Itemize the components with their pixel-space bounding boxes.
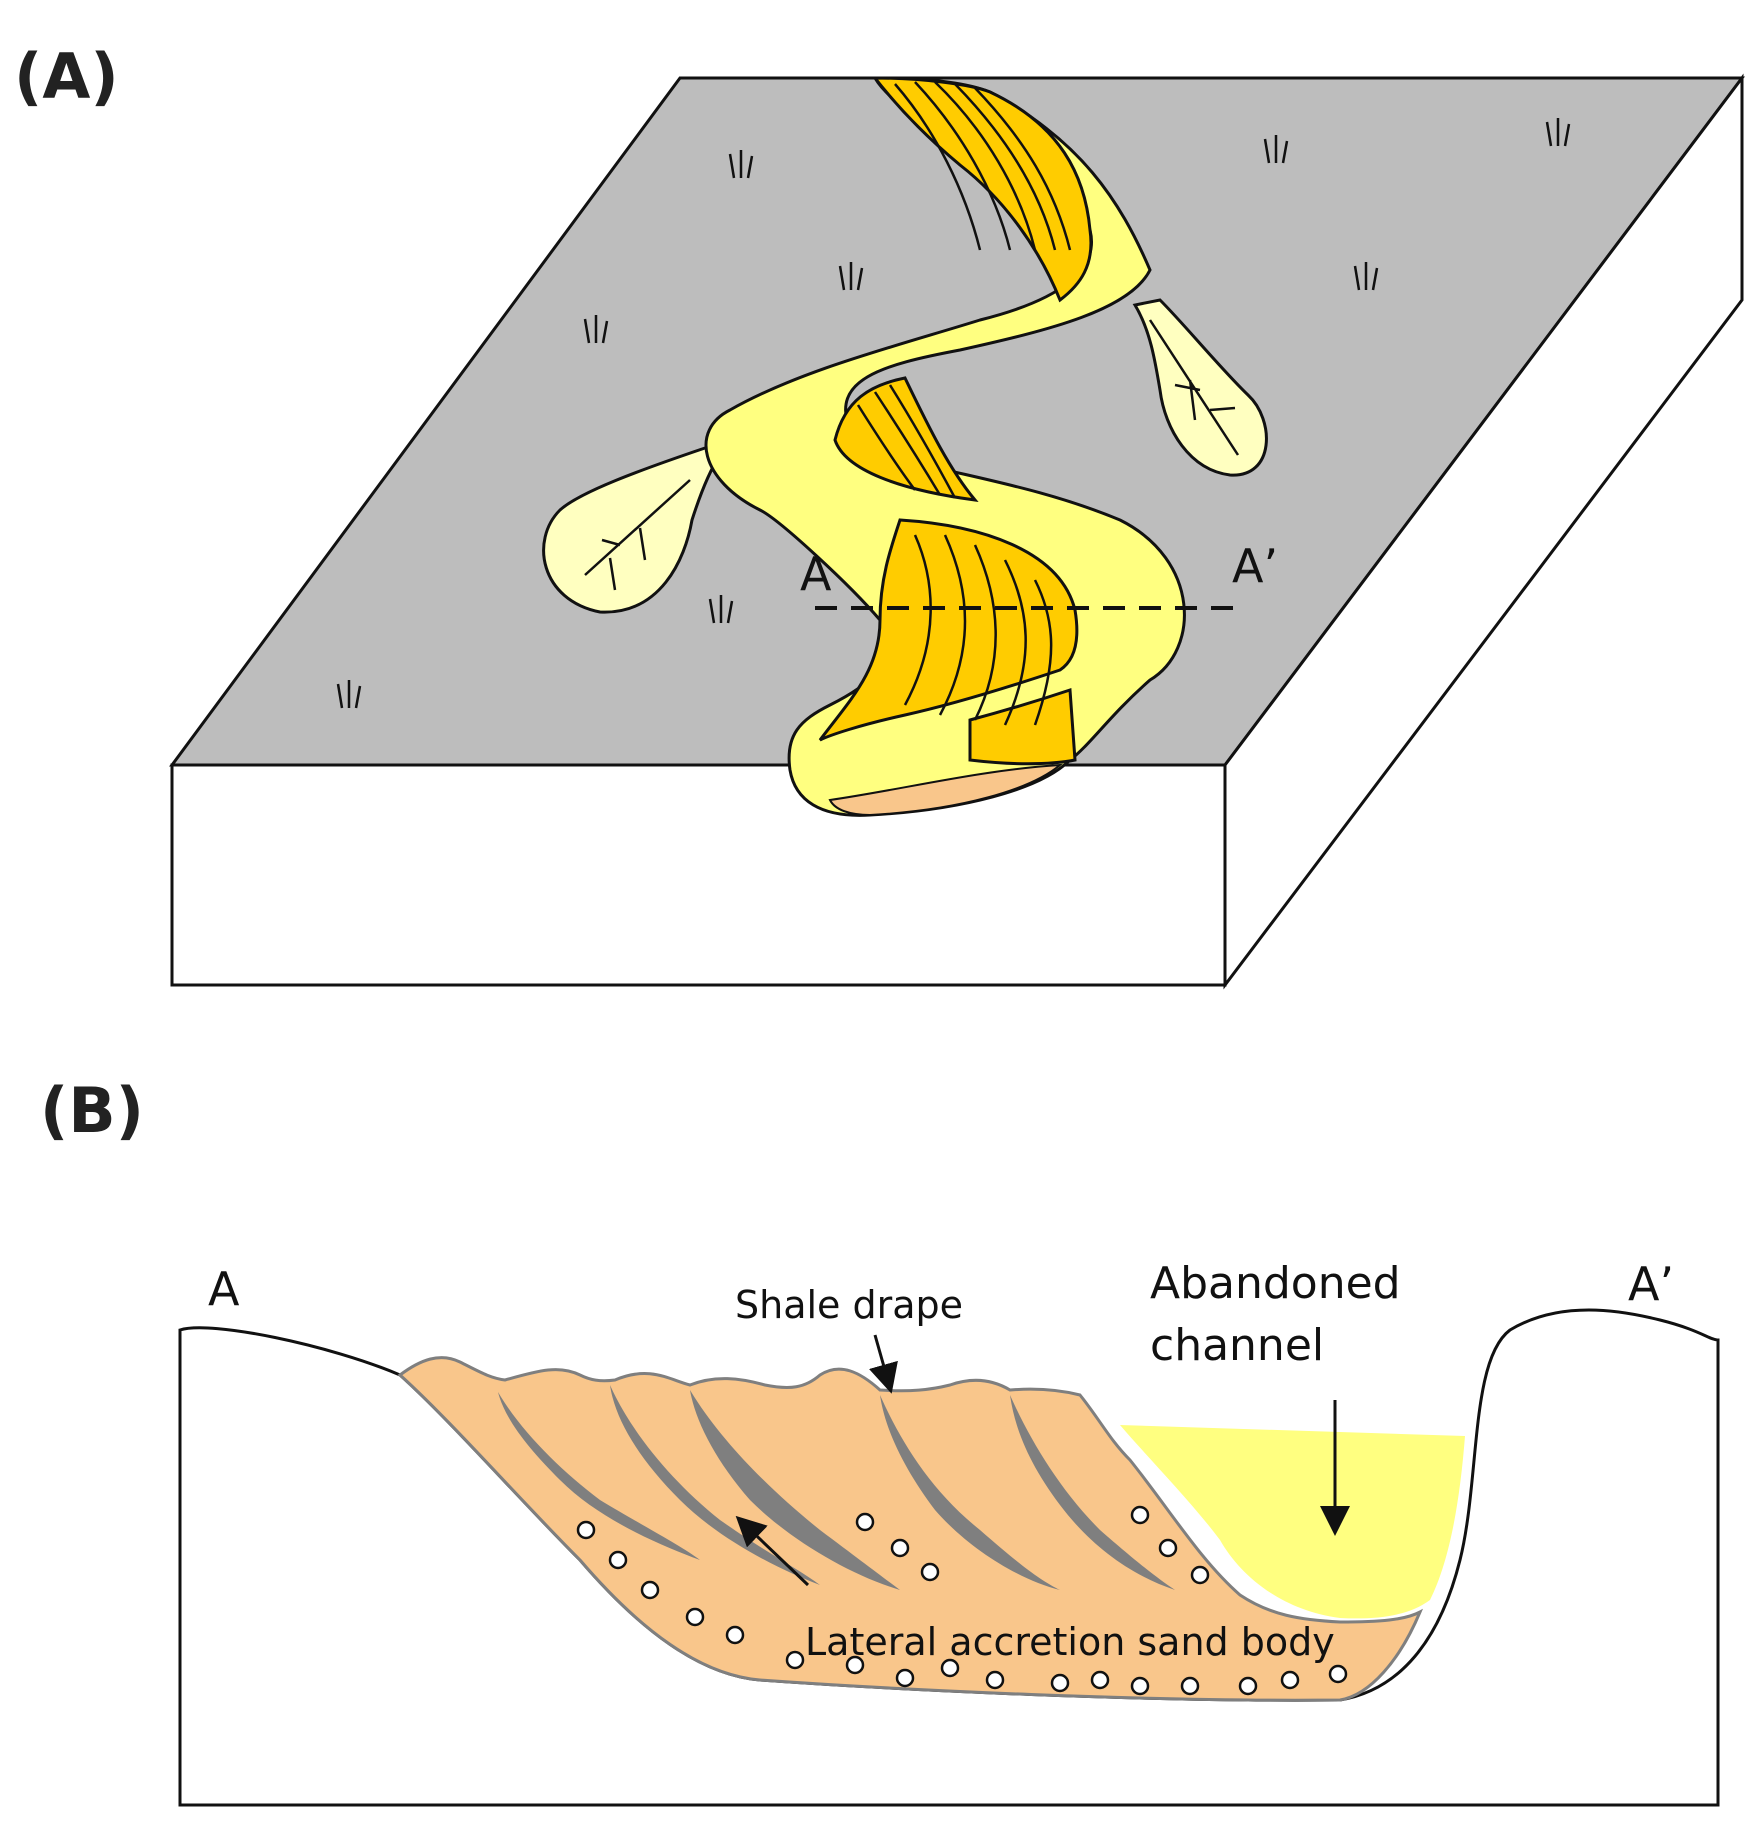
- pebble-icon: [940, 1658, 960, 1678]
- section-end-label: A’: [1232, 539, 1278, 593]
- panel-b-label: (B): [40, 1074, 144, 1147]
- abandoned-channel-label-2: channel: [1150, 1320, 1324, 1371]
- pebble-icon: [685, 1607, 705, 1627]
- shale-drape-label: Shale drape: [735, 1283, 963, 1327]
- pebble-icon: [1090, 1670, 1110, 1690]
- pebble-icon: [725, 1625, 745, 1645]
- crevasse-splay-right: [1132, 298, 1268, 477]
- pebble-icon: [576, 1520, 596, 1540]
- pebble-icon: [1158, 1538, 1178, 1558]
- arrow-icon: [869, 1334, 898, 1394]
- pebble-icon: [890, 1538, 910, 1558]
- accretion-lines: [856, 81, 1072, 726]
- section-end-label-b: A’: [1628, 1257, 1674, 1311]
- pebble-icon: [608, 1550, 628, 1570]
- pebble-icon: [855, 1512, 875, 1532]
- pebble-icon: [920, 1562, 940, 1582]
- pebble-icon: [1190, 1565, 1210, 1585]
- pebble-icon: [895, 1668, 915, 1688]
- pebble-icon: [1050, 1673, 1070, 1693]
- grass-tuft-icon: [336, 680, 362, 709]
- panel-a-label: (A): [14, 40, 119, 113]
- sand-body-label: Lateral accretion sand body: [805, 1620, 1335, 1664]
- grass-tuft-icon: [1353, 262, 1379, 291]
- pebble-icon: [1328, 1664, 1348, 1684]
- pebbles: [576, 1505, 1348, 1696]
- pebble-icon: [1130, 1676, 1150, 1696]
- point-bar-front: [968, 687, 1077, 766]
- abandoned-channel-fill: [1120, 1425, 1465, 1619]
- section-start-label-b: A: [208, 1262, 240, 1316]
- block-side-face: [1223, 73, 1744, 990]
- pebble-icon: [1238, 1676, 1258, 1696]
- grass-tufts: [336, 118, 1571, 709]
- sand-body-front: [828, 763, 1063, 817]
- grass-tuft-icon: [1545, 118, 1571, 147]
- section-start-label: A: [800, 547, 832, 601]
- panel-a: (A): [14, 40, 1746, 990]
- grass-tuft-icon: [728, 150, 754, 179]
- grass-tuft-icon: [583, 315, 609, 344]
- arrow-icon: [735, 1515, 810, 1587]
- block-front-face: [170, 763, 1227, 987]
- panel-b: (B): [40, 1074, 1720, 1807]
- sand-body: [397, 1356, 1424, 1702]
- pebble-icon: [1180, 1676, 1200, 1696]
- abandoned-channel-label-1: Abandoned: [1150, 1258, 1401, 1309]
- grass-tuft-icon: [1263, 135, 1289, 164]
- grass-tuft-icon: [708, 595, 734, 624]
- pebble-icon: [785, 1650, 805, 1670]
- pebble-icon: [1280, 1670, 1300, 1690]
- point-bar-upper: [871, 76, 1093, 303]
- pebble-icon: [845, 1655, 865, 1675]
- pebble-icon: [640, 1580, 660, 1600]
- crevasse-splay-left: [542, 446, 723, 614]
- pebble-icon: [985, 1670, 1005, 1690]
- pebble-icon: [1130, 1505, 1150, 1525]
- grass-tuft-icon: [838, 262, 864, 291]
